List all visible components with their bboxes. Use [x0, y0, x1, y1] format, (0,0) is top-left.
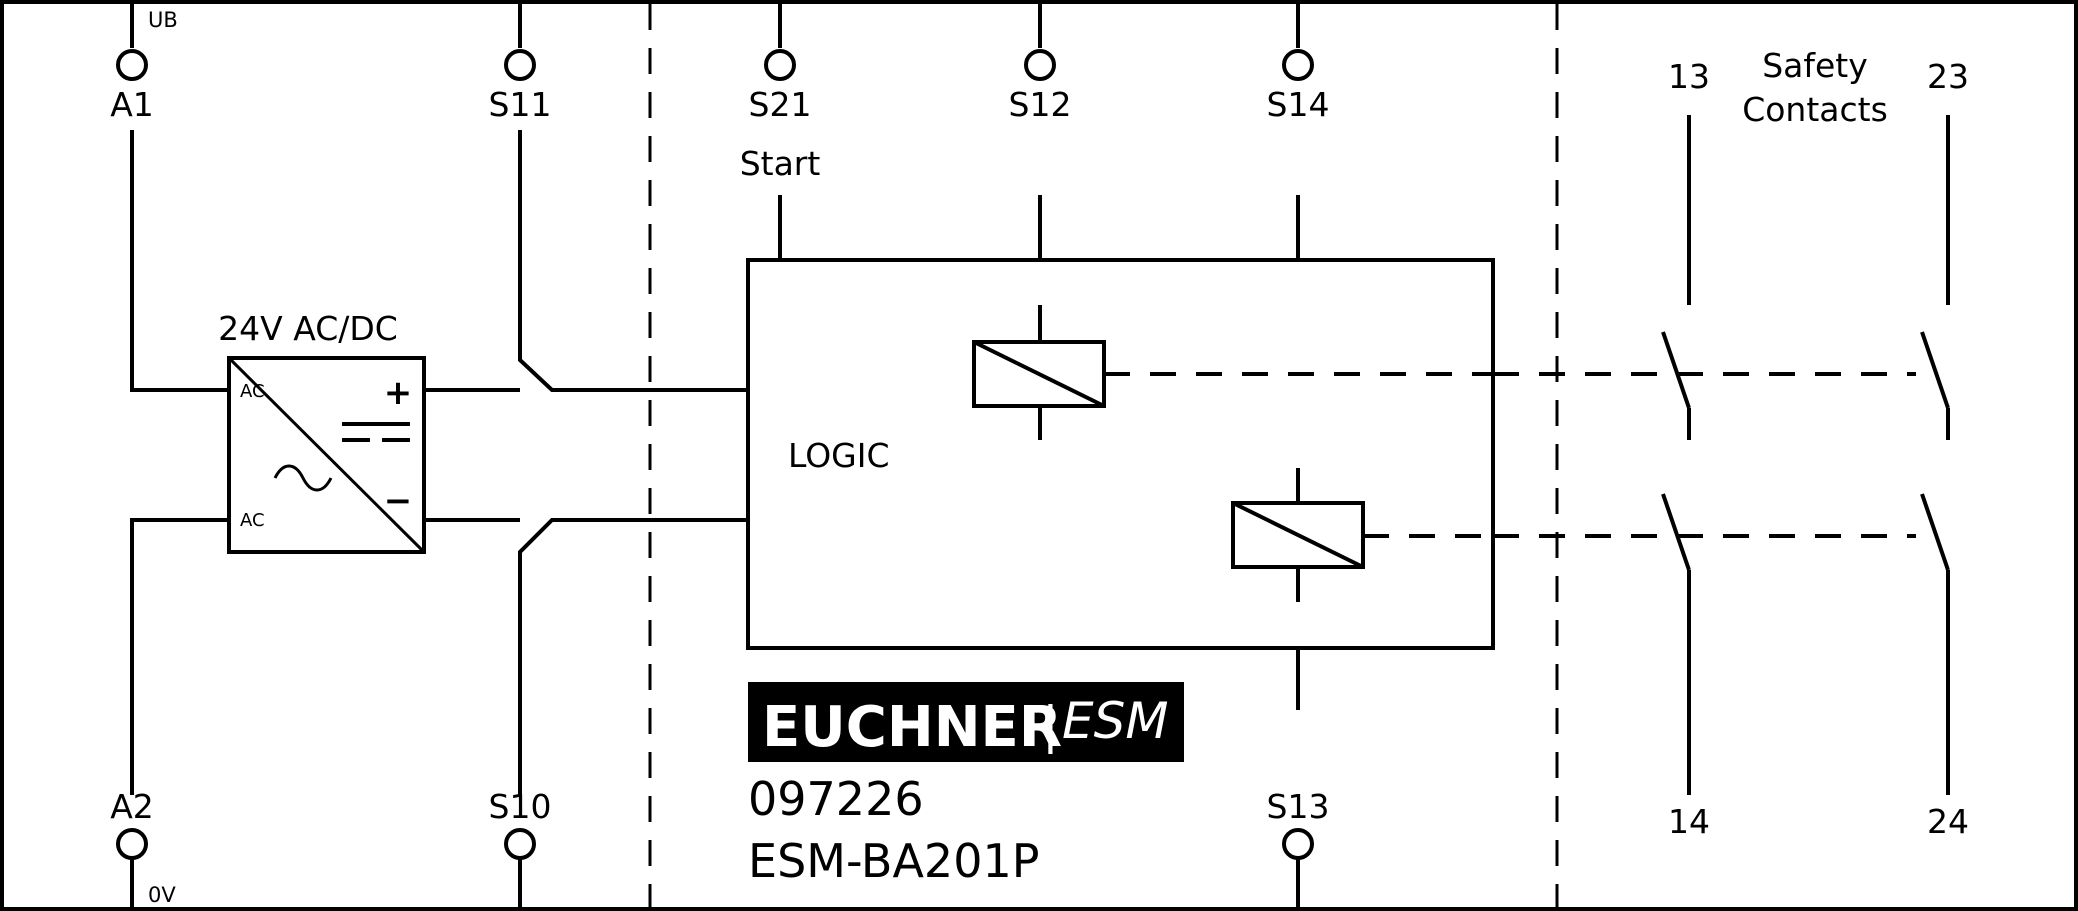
terminal-s21: [764, 49, 796, 81]
relay-k2-diagonal: [1232, 501, 1364, 569]
terminal-s10: [504, 828, 536, 860]
s10-wire: [518, 518, 748, 795]
contact-13-switch-upper: [1661, 331, 1691, 409]
power-supply-diagonal: [227, 356, 426, 554]
supply-voltage-label: 24V AC/DC: [218, 309, 398, 348]
terminal-s12-label: S12: [1009, 85, 1072, 124]
ac-top-label: AC: [240, 381, 265, 402]
a2-wire: [130, 518, 229, 795]
contact-23-switch-upper: [1920, 331, 1950, 409]
power-supply-box: [227, 356, 426, 554]
euchner-logo-separator: |: [1042, 696, 1059, 754]
dc-plus-label: +: [384, 373, 413, 413]
safety-contacts-label-line1: Safety: [1762, 46, 1868, 85]
order-number: 097226: [748, 772, 924, 826]
contact-23-switch-lower: [1920, 493, 1950, 571]
contact-14-label: 14: [1668, 802, 1710, 841]
start-label: Start: [740, 144, 821, 183]
logic-label: LOGIC: [788, 436, 890, 475]
ub-label: UB: [148, 8, 178, 32]
euchner-logo-product-line: ESM: [1062, 692, 1168, 750]
terminal-a1-label: A1: [110, 85, 154, 124]
relay-k1-diagonal: [973, 340, 1105, 408]
terminal-s10-label: S10: [489, 787, 552, 826]
terminal-a1: [116, 49, 148, 81]
logic-block: [746, 258, 1495, 650]
contact-23-label: 23: [1927, 57, 1969, 96]
euchner-logo-box: [748, 682, 1184, 762]
terminal-a2-label: A2: [110, 787, 154, 826]
terminal-s21-label: S21: [749, 85, 812, 124]
terminal-s11: [504, 49, 536, 81]
safety-contacts-label-line2: Contacts: [1742, 90, 1888, 129]
terminal-s13: [1282, 828, 1314, 860]
terminal-a2: [116, 828, 148, 860]
s11-wire: [518, 130, 748, 392]
terminal-s12: [1024, 49, 1056, 81]
dc-minus-label: −: [384, 481, 413, 521]
terminal-s11-label: S11: [489, 85, 552, 124]
contact-13-label: 13: [1668, 57, 1710, 96]
terminal-s14-label: S14: [1267, 85, 1330, 124]
model-number: ESM-BA201P: [748, 834, 1039, 888]
zero-v-label: 0V: [148, 883, 176, 907]
ac-wave-icon: [273, 464, 333, 492]
contact-24-label: 24: [1927, 802, 1969, 841]
a1-wire: [130, 130, 229, 392]
ac-bottom-label: AC: [240, 510, 265, 531]
contact-13-switch-lower: [1661, 493, 1691, 571]
terminal-s13-label: S13: [1267, 787, 1330, 826]
terminal-s14: [1282, 49, 1314, 81]
euchner-logo-name: EUCHNER: [762, 695, 1062, 760]
